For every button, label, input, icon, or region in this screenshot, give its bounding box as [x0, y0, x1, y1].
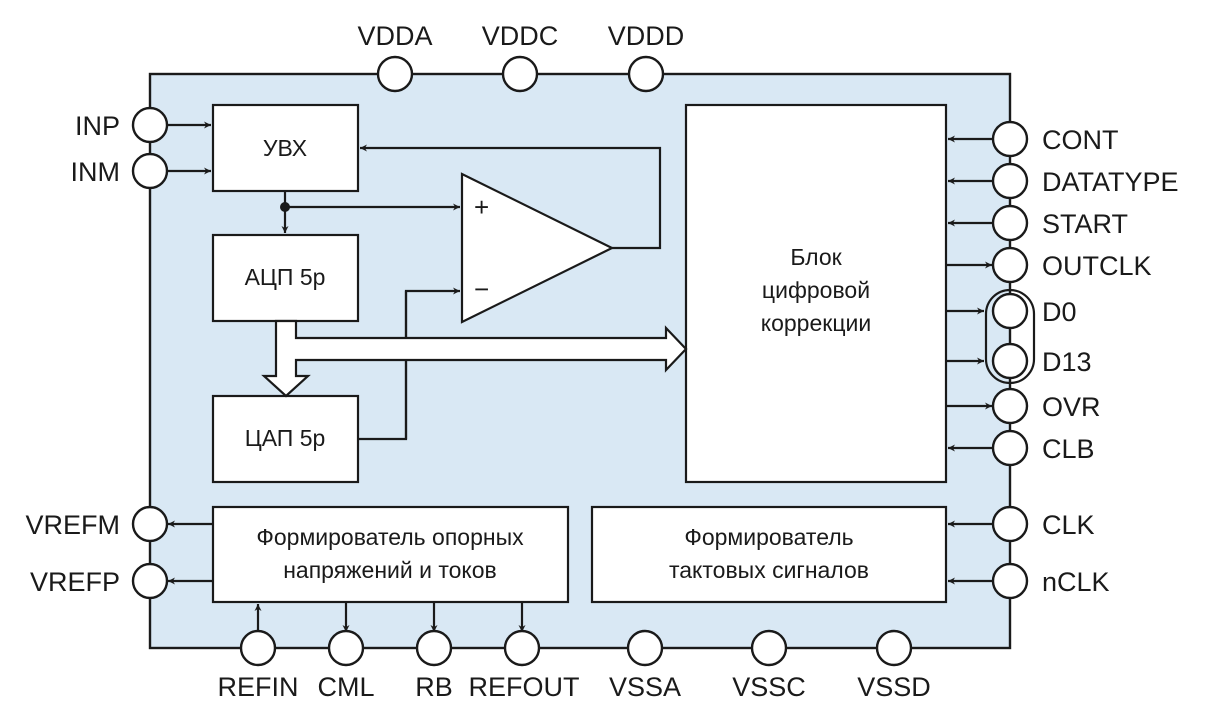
- sample-hold-label: УВХ: [263, 135, 307, 161]
- pin-label-start: START: [1042, 209, 1128, 239]
- amp-plus-sign: +: [474, 192, 489, 222]
- clock-generator-block: Формирователь тактовых сигналов: [590, 505, 948, 604]
- pin-label-vrefm: VREFM: [26, 510, 121, 540]
- pin-label-inm: INM: [71, 157, 121, 187]
- sample-hold-block: УВХ: [211, 103, 360, 193]
- pin-rb[interactable]: RB: [415, 629, 453, 702]
- pin-vssc[interactable]: VSSC: [732, 629, 806, 702]
- residue-amplifier: + −: [460, 172, 615, 324]
- pin-vrefp[interactable]: VREFP: [30, 562, 169, 600]
- pin-d13[interactable]: D13: [991, 342, 1092, 380]
- pin-label-vddc: VDDC: [482, 21, 559, 51]
- reference-generator-block: Формирователь опорных напряжений и токов: [211, 505, 570, 604]
- pin-refout[interactable]: REFOUT: [469, 629, 580, 702]
- pin-label-vdda: VDDA: [357, 21, 432, 51]
- pin-d0[interactable]: D0: [991, 292, 1077, 330]
- pin-nclk[interactable]: nCLK: [991, 562, 1110, 600]
- reference-generator-line-2: напряжений и токов: [283, 557, 497, 583]
- adc-bus-arrow: [261, 319, 688, 398]
- pin-label-clk: CLK: [1042, 510, 1095, 540]
- dac-block: ЦАП 5р: [211, 394, 360, 484]
- pin-ovr[interactable]: OVR: [991, 387, 1101, 425]
- pin-clk[interactable]: CLK: [991, 505, 1095, 543]
- pin-clb[interactable]: CLB: [991, 429, 1095, 467]
- pin-vdda[interactable]: VDDA: [357, 21, 433, 93]
- adc-block: АЦП 5р: [211, 233, 360, 323]
- pin-label-cml: CML: [317, 672, 374, 702]
- adc-label: АЦП 5р: [245, 264, 326, 290]
- pin-inm[interactable]: INM: [71, 152, 169, 190]
- pin-label-rb: RB: [415, 672, 453, 702]
- pin-label-ovr: OVR: [1042, 392, 1101, 422]
- pin-label-d0: D0: [1042, 297, 1077, 327]
- pin-label-outclk: OUTCLK: [1042, 251, 1152, 281]
- pin-label-vrefp: VREFP: [30, 567, 120, 597]
- pin-label-vssd: VSSD: [857, 672, 931, 702]
- pin-start[interactable]: START: [991, 204, 1128, 242]
- pin-vddd[interactable]: VDDD: [608, 21, 685, 93]
- pin-inp[interactable]: INP: [75, 106, 169, 144]
- digital-correction-line-2: цифровой: [762, 277, 870, 303]
- pin-label-vddd: VDDD: [608, 21, 685, 51]
- pin-label-nclk: nCLK: [1042, 567, 1110, 597]
- pin-label-refout: REFOUT: [469, 672, 580, 702]
- pin-label-vssa: VSSA: [609, 672, 681, 702]
- pin-label-d13: D13: [1042, 347, 1092, 377]
- pin-vssa[interactable]: VSSA: [609, 629, 681, 702]
- pin-label-refin: REFIN: [218, 672, 299, 702]
- amp-minus-sign: −: [474, 274, 489, 304]
- pin-refin[interactable]: REFIN: [218, 629, 299, 702]
- clock-generator-line-1: Формирователь: [684, 524, 853, 550]
- pin-vssd[interactable]: VSSD: [857, 629, 931, 702]
- pin-cml[interactable]: CML: [317, 629, 375, 702]
- dac-label: ЦАП 5р: [245, 425, 326, 451]
- pin-label-clb: CLB: [1042, 434, 1095, 464]
- pin-outclk[interactable]: OUTCLK: [991, 246, 1152, 284]
- pin-datatype[interactable]: DATATYPE: [991, 162, 1179, 200]
- pin-label-vssc: VSSC: [732, 672, 806, 702]
- amp-to-sh-feedback-wire: [360, 144, 662, 250]
- pin-cont[interactable]: CONT: [991, 120, 1119, 158]
- clock-generator-line-2: тактовых сигналов: [669, 557, 869, 583]
- pin-vddc[interactable]: VDDC: [482, 21, 559, 93]
- reference-generator-line-1: Формирователь опорных: [256, 524, 524, 550]
- digital-correction-block: Блок цифровой коррекции: [684, 103, 948, 484]
- pin-label-cont: CONT: [1042, 125, 1119, 155]
- pin-vrefm[interactable]: VREFM: [26, 505, 169, 543]
- digital-correction-line-1: Блок: [790, 244, 842, 270]
- pin-label-datatype: DATATYPE: [1042, 167, 1179, 197]
- data-bus-bracket: [984, 288, 1036, 385]
- digital-correction-line-3: коррекции: [761, 310, 871, 336]
- pin-label-inp: INP: [75, 111, 120, 141]
